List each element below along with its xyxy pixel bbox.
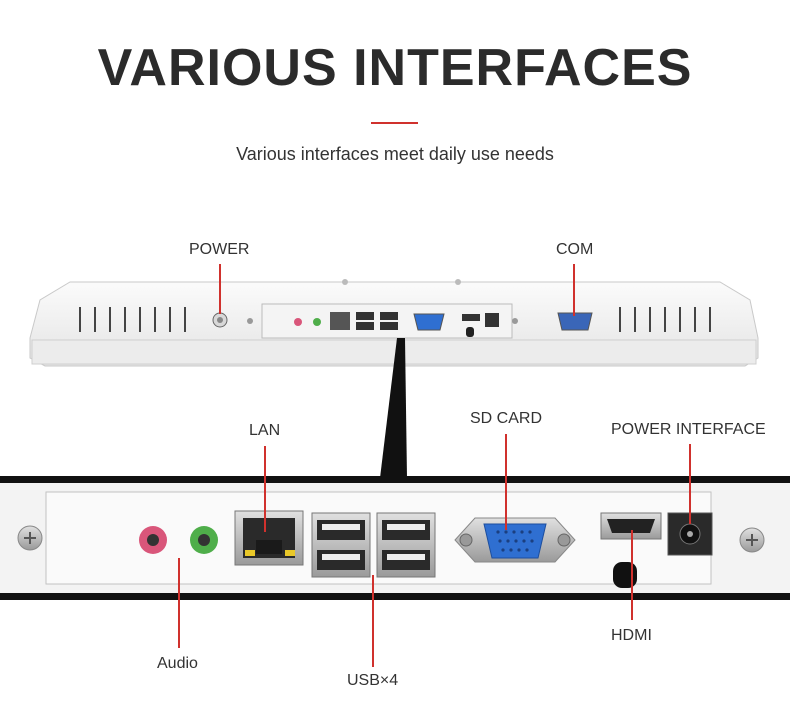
page-title: VARIOUS INTERFACES — [97, 39, 693, 97]
pointer-lan — [264, 446, 266, 532]
pointer-audio — [178, 558, 180, 648]
label-power: POWER — [189, 241, 250, 258]
label-sd-card: SD CARD — [470, 410, 543, 427]
label-audio: Audio — [157, 655, 198, 672]
pointer-com — [573, 264, 575, 316]
label-hdmi: HDMI — [611, 627, 652, 644]
pointer-hdmi — [631, 530, 633, 620]
label-usb: USB×4 — [347, 672, 399, 689]
pointer-usb — [372, 575, 374, 667]
label-lan: LAN — [249, 422, 281, 439]
label-com: COM — [556, 241, 594, 258]
device-top-view — [29, 279, 759, 367]
pointer-sd-card — [505, 434, 507, 530]
title-divider — [371, 122, 418, 124]
pointer-power — [219, 264, 221, 314]
page-subtitle: Various interfaces meet daily use needs — [236, 144, 554, 164]
label-power-interface: POWER INTERFACE — [611, 421, 766, 438]
zoomed-port-panel — [0, 476, 790, 600]
pointer-power-interface — [689, 444, 691, 524]
